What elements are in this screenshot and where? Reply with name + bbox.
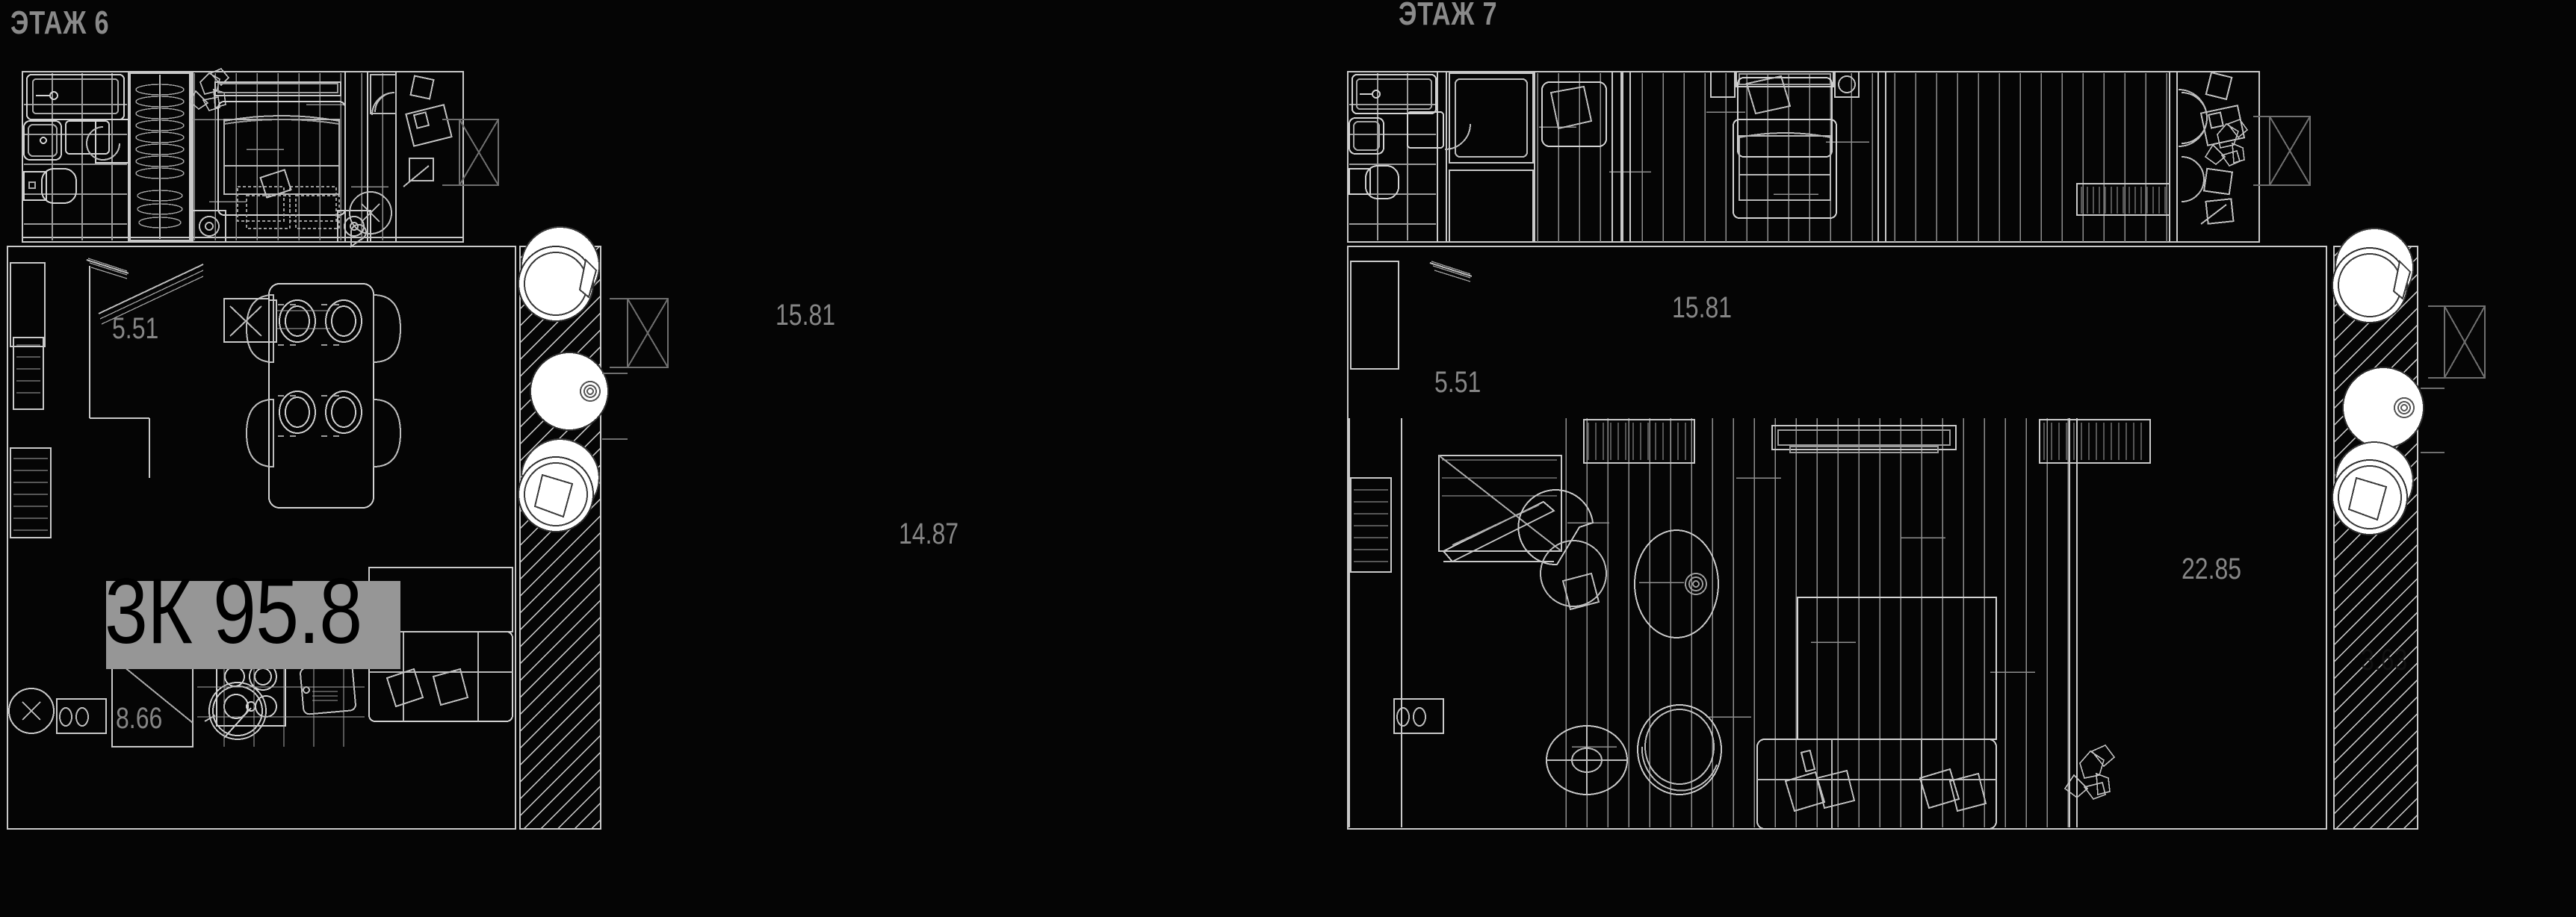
area-label-bedroom-7: 15.81 (1672, 291, 1733, 324)
floor-title-7: ЭТАЖ 7 (1399, 0, 1498, 32)
floor-plan-7[interactable]: 5.51 15.81 22.85 3.63 (1288, 0, 2576, 917)
floor-plan-6[interactable]: 3К 95.8 5.51 15.81 14.87 8.66 (0, 0, 1288, 917)
area-label-bedroom-6: 15.81 (775, 299, 836, 332)
area-label-living-7: 22.85 (2182, 553, 2242, 585)
apartment-badge-background (106, 581, 400, 669)
floor-title-6: ЭТАЖ 6 (10, 4, 110, 41)
floor-plan-7-drawing (1347, 71, 2486, 830)
apartment-badge-label: 3К 95.8 (105, 560, 362, 663)
area-label-bathroom-7: 5.51 (1434, 366, 1481, 399)
area-label-balcony-7: 3.63 (2361, 644, 2408, 677)
floor-plan-6-drawing (7, 68, 669, 830)
area-label-bathroom-6: 5.51 (112, 312, 159, 345)
area-label-hall-6: 8.66 (116, 702, 163, 735)
area-label-living-kitchen-6: 14.87 (899, 517, 959, 550)
